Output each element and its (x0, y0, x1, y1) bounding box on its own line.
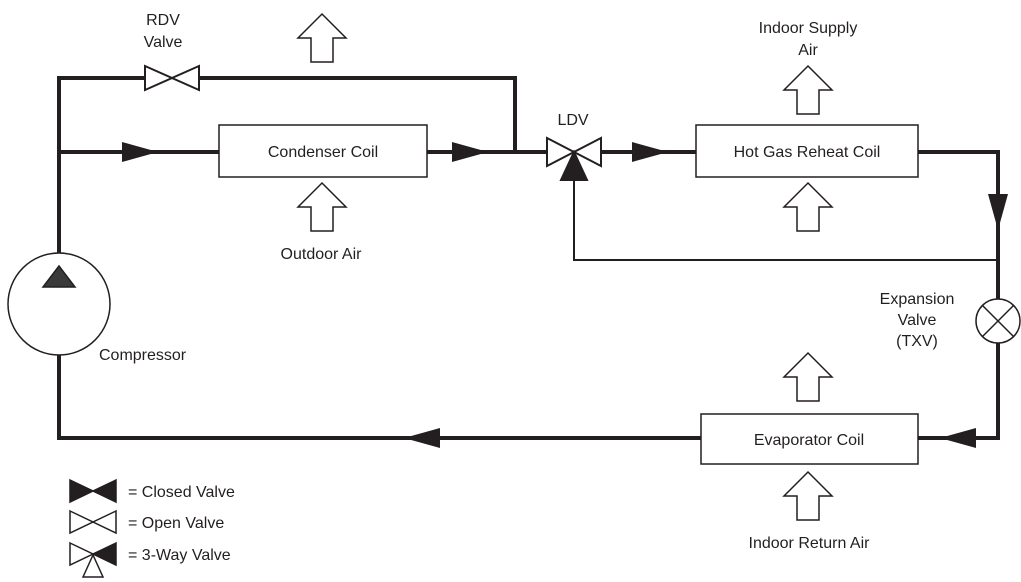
expansion-valve-icon (975, 298, 1021, 344)
flow-arrow-right-icon (632, 142, 668, 162)
pipe-rdv-bypass (197, 76, 517, 154)
expansion-valve-label-line2: Valve (898, 312, 937, 329)
condenser-coil-label: Condenser Coil (268, 144, 378, 161)
indoor-return-air-label: Indoor Return Air (749, 535, 871, 552)
outdoor-air-label: Outdoor Air (281, 246, 363, 263)
compressor (7, 252, 111, 356)
pipe-txv-to-evaporator (916, 343, 1000, 440)
hot-gas-reheat-coil-label: Hot Gas Reheat Coil (734, 144, 881, 161)
rdv-label-line2: Valve (144, 34, 183, 51)
evaporator-coil-label: Evaporator Coil (754, 432, 864, 449)
flow-arrow-left-icon (940, 428, 976, 448)
legend-open-valve-label: = Open Valve (128, 515, 224, 532)
ldv-three-way-valve-icon (546, 136, 602, 181)
rdv-valve-icon (144, 64, 200, 92)
three-way-valve-icon (69, 541, 117, 578)
air-up-arrow-icon (782, 470, 834, 521)
open-valve-icon (69, 509, 117, 535)
expansion-valve-label-line1: Expansion (880, 291, 955, 308)
indoor-supply-air-label-line1: Indoor Supply (759, 20, 858, 37)
flow-arrows (122, 142, 1008, 448)
condenser-coil: Condenser Coil (218, 124, 428, 178)
ldv-label: LDV (557, 112, 588, 129)
legend: = Closed Valve = Open Valve = 3-Way Valv… (69, 478, 235, 578)
legend-closed-valve-label: = Closed Valve (128, 484, 235, 501)
evaporator-coil: Evaporator Coil (700, 413, 919, 465)
rdv-label-line1: RDV (146, 12, 180, 29)
pipe-reheat-to-txv (916, 150, 1000, 299)
flow-arrow-right-icon (452, 142, 488, 162)
indoor-supply-air-label-line2: Air (798, 42, 818, 59)
pipe-suction (57, 353, 703, 440)
air-up-arrow-icon (782, 181, 834, 232)
legend-three-way-valve-label: = 3-Way Valve (128, 547, 231, 564)
hot-gas-reheat-coil: Hot Gas Reheat Coil (695, 124, 919, 178)
compressor-label: Compressor (99, 347, 187, 364)
closed-valve-icon (69, 478, 117, 504)
air-up-arrow-icon (782, 64, 834, 115)
flow-arrow-right-icon (122, 142, 158, 162)
pipe-ldv-bypass-return (573, 179, 999, 261)
expansion-valve-label-line3: (TXV) (896, 333, 938, 350)
air-up-arrow-icon (296, 12, 348, 63)
flow-arrow-left-icon (404, 428, 440, 448)
air-up-arrow-icon (296, 181, 348, 232)
compressor-triangle-icon (41, 264, 77, 288)
flow-arrow-down-icon (988, 194, 1008, 230)
air-up-arrow-icon (782, 351, 834, 402)
pipe-compressor-discharge (57, 76, 147, 255)
